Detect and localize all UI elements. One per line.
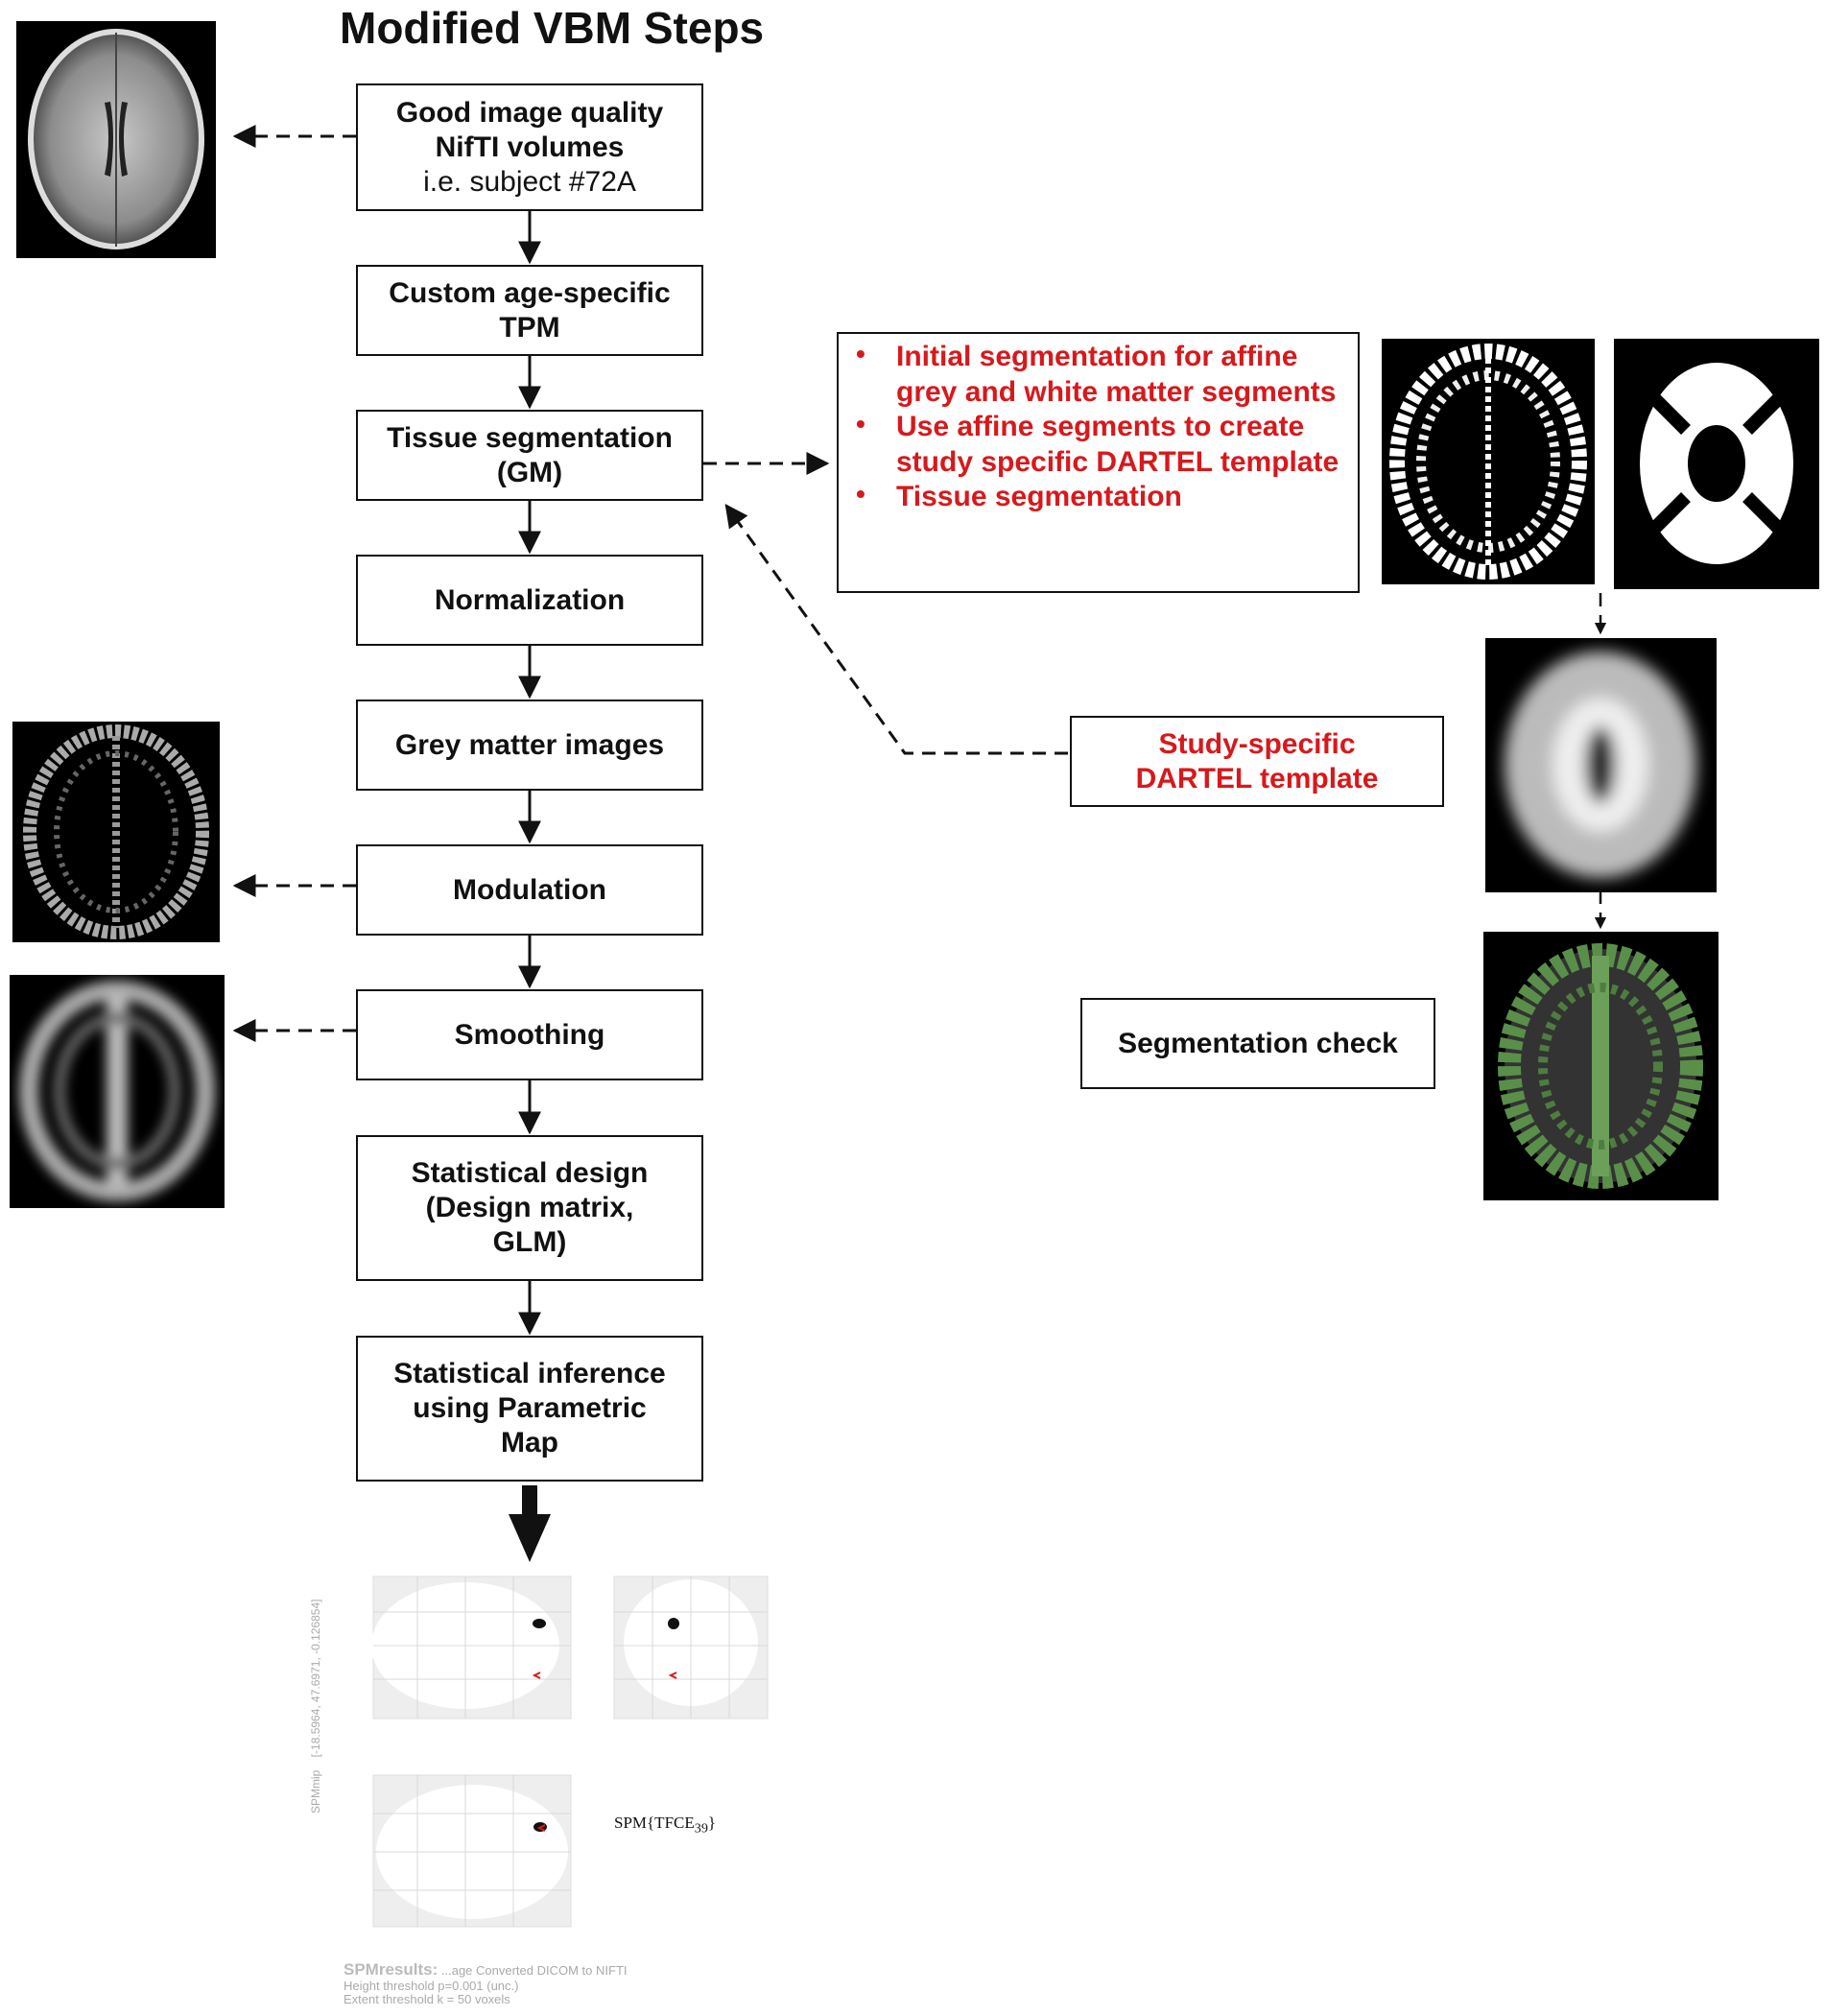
step-statistical-design-line3: GLM) [492,1226,567,1258]
big-down-arrow-icon [509,1485,551,1562]
step-grey-matter: Grey matter images [356,700,703,791]
step-modulation: Modulation [356,844,703,936]
segmentation-notes-box: Initial segmentation for affine grey and… [837,332,1360,593]
spm-results-note: SPMresults: ...age Converted DICOM to NI… [344,1960,628,2006]
dartel-template-image [1485,638,1717,892]
step-tissue-segmentation-line2: (GM) [496,456,563,488]
step-smoothing: Smoothing [356,989,703,1080]
step-statistical-inference-line1: Statistical inference [393,1358,666,1389]
dartel-line2: DARTEL template [1135,762,1379,795]
step-tissue-segmentation: Tissue segmentation (GM) [356,410,703,501]
segmentation-check-label: Segmentation check [1118,1027,1398,1059]
step-custom-tpm: Custom age-specific TPM [356,265,703,356]
wm-segment-image [1614,339,1819,589]
step-statistical-design: Statistical design (Design matrix, GLM) [356,1135,703,1281]
dartel-line1: Study-specific [1158,727,1356,760]
step-custom-tpm-line2: TPM [499,311,560,344]
step-statistical-design-line1: Statistical design [411,1157,649,1189]
segmentation-check-box: Segmentation check [1080,998,1435,1089]
page-title: Modified VBM Steps [340,3,765,53]
step-tissue-segmentation-line1: Tissue segmentation [387,421,673,454]
spm-marker [536,1824,546,1832]
t1-brain-image [16,21,216,258]
spm-label: SPM{TFCE39} [614,1814,717,1837]
gm-brain-image [12,722,220,942]
step-good-image-line2: NifTI volumes [435,130,625,163]
segmentation-notes-list: Initial segmentation for affine grey and… [856,338,1348,515]
step-statistical-inference: Statistical inference using Parametric M… [356,1336,703,1482]
dashed-arrow-icon [724,504,1068,755]
step-good-image-line3: i.e. subject #72A [423,165,636,198]
spm-blob [668,1618,679,1629]
step-good-image: Good image quality NifTI volumes i.e. su… [356,83,703,211]
segmentation-note: Tissue segmentation [856,478,1348,515]
step-normalization: Normalization [356,555,703,646]
step-smoothing-line1: Smoothing [454,1018,605,1051]
gm-segment-image [1382,339,1595,584]
segmentation-check-image [1483,932,1718,1200]
step-custom-tpm-line1: Custom age-specific [389,276,671,309]
dartel-template-box: Study-specific DARTEL template [1070,716,1444,807]
step-grey-matter-line1: Grey matter images [394,728,665,761]
segmentation-note: Initial segmentation for affine grey and… [856,338,1348,410]
step-normalization-line1: Normalization [434,583,626,616]
smoothed-brain-image [10,975,225,1208]
spm-marker [532,1672,541,1679]
step-modulation-line1: Modulation [453,873,606,906]
spm-glass-brain [371,1576,769,1928]
step-good-image-line1: Good image quality [395,96,664,129]
step-statistical-design-line2: (Design matrix, [425,1192,634,1223]
segmentation-note: Use affine segments to create study spec… [856,408,1348,480]
spm-side-label: SPMmip [-18.5964, 47.6971, -0.126854] [309,1599,322,1814]
spm-marker [668,1672,677,1679]
step-statistical-inference-line3: Map [501,1427,558,1459]
step-statistical-inference-line2: using Parametric [413,1392,647,1424]
spm-blob [533,1619,546,1628]
